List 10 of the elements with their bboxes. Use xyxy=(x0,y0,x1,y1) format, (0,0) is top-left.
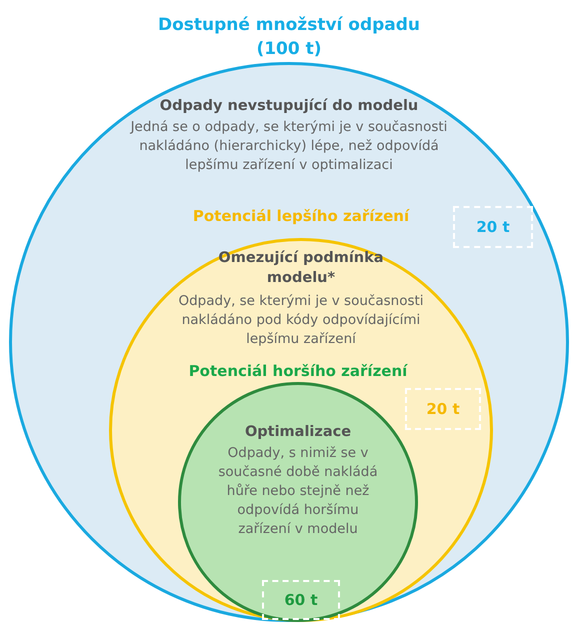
amount-label: 60 t xyxy=(262,580,340,620)
title: Omezující podmínka modelu* xyxy=(217,249,385,288)
title: Odpady nevstupující do modelu xyxy=(158,97,420,116)
heading: Potenciál lepšího zařízení xyxy=(192,206,411,227)
description: Odpady, se kterými je v současnosti nakládáno pod kódy odpovídajícími lepšímu zařízení xyxy=(177,292,425,349)
description: Odpady, s nimiž se v současné době nakládá hůře nebo stejně než odpovídá horšímu zařízení v modelu xyxy=(218,444,378,538)
heading: Dostupné množství odpadu (100 t) xyxy=(156,14,422,61)
heading: Potenciál horšího zařízení xyxy=(188,361,409,382)
description: Jedná se o odpady, se kterými je v současnosti nakládáno (hierarchicky) lépe, než odpovídá lepšímu zařízení v optimalizaci xyxy=(129,118,448,175)
title: Optimalizace xyxy=(244,423,352,442)
